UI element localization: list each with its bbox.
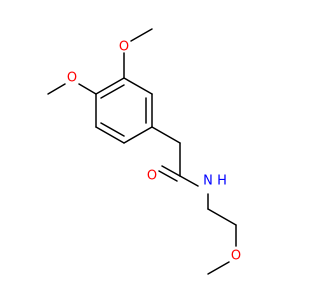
bond-ring-o-left	[78, 83, 97, 95]
bond-o-left-methyl	[47, 83, 66, 95]
atom-oxygen-ether: O	[231, 249, 241, 264]
atom-oxygen-upper: O	[119, 40, 129, 55]
bond-carbonyl-n	[179, 175, 199, 187]
molecule-structure: O O O N H O	[47, 28, 241, 275]
atom-nitrogen-amide: N	[203, 174, 213, 189]
bond-ch2-ch2	[207, 208, 237, 226]
atom-oxygen-carbonyl: O	[147, 169, 157, 184]
bond-carbonyl-double-a	[161, 165, 181, 177]
atom-oxygen-left: O	[67, 71, 77, 86]
ring-bond-top-left-inner	[100, 84, 125, 99]
bond-ring-ch2	[151, 126, 181, 144]
bond-o-upper-methyl	[130, 28, 153, 42]
bond-carbonyl-double-b	[158, 170, 178, 182]
ring-bond-bottom-left-inner	[100, 122, 125, 137]
bond-o-ether-methyl	[207, 261, 230, 275]
ring-bond-bottom-left	[95, 126, 125, 144]
ring-bond-bottom-right	[123, 126, 153, 144]
ring-bond-top-left	[95, 77, 125, 95]
ring-bond-top-right	[123, 77, 153, 95]
atom-hydrogen-amide: H	[217, 174, 227, 189]
